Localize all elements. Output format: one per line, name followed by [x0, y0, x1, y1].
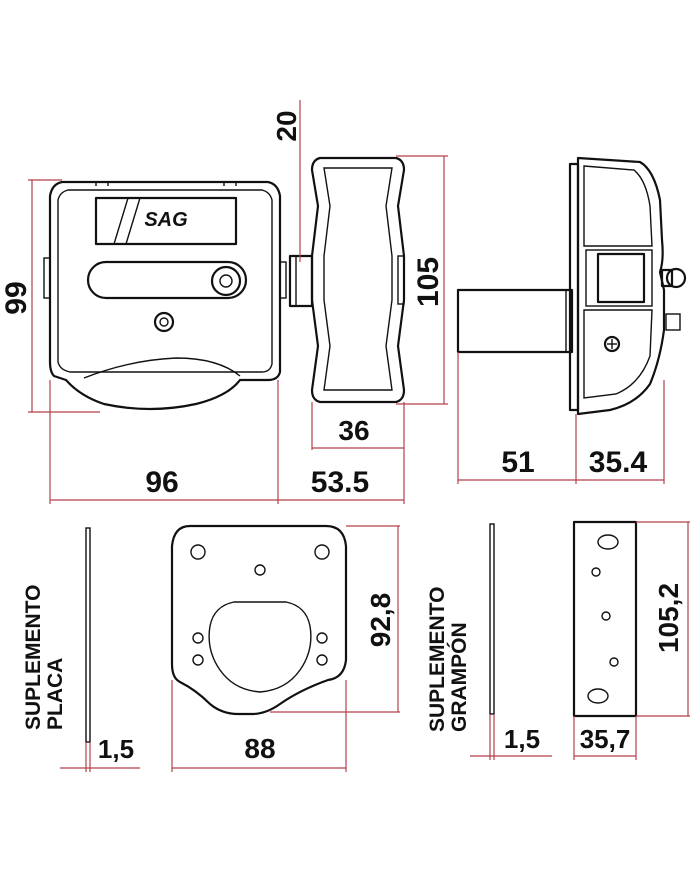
dim-knob-height: 105	[412, 257, 445, 307]
dim-bolt-offset: 20	[271, 110, 302, 141]
keeper-label-line1: SUPLEMENTO	[426, 587, 449, 732]
keeper-height-dim: 105,2	[653, 583, 684, 653]
dim-bolt-span: 53.5	[311, 466, 369, 499]
dim-bolt-length: 51	[501, 446, 534, 479]
dim-keeper-depth: 35.4	[589, 446, 648, 479]
bolt-extended	[456, 288, 574, 354]
knob-side-view	[310, 156, 406, 404]
keeper-plate-outline	[572, 520, 638, 718]
plate-section: SUPLEMENTO PLACA	[22, 524, 400, 772]
keeper-plate-section: SUPLEMENTO GRAMPÓN	[426, 520, 690, 760]
dim-width-lock: 96	[145, 466, 178, 499]
plate-cutout	[208, 601, 312, 693]
keeper-plate-profile	[489, 523, 495, 715]
keeper-thickness-dim: 1,5	[504, 724, 540, 754]
keeper-label-line2: GRAMPÓN	[447, 622, 471, 732]
plate-label-line1: SUPLEMENTO	[22, 585, 45, 730]
keeper-side-view	[456, 156, 687, 416]
plate-width-dim: 88	[244, 733, 275, 764]
dimension-lines-top	[28, 100, 665, 504]
bolt-front	[288, 254, 314, 308]
plate-profile	[85, 527, 91, 743]
plate-outline	[170, 524, 348, 716]
plate-height-dim: 92,8	[365, 593, 396, 648]
plate-label-line2: PLACA	[44, 658, 67, 730]
keeper-screw	[603, 335, 621, 353]
dim-knob-width: 36	[338, 415, 369, 446]
keeper-width-dim: 35,7	[580, 724, 631, 754]
lock-body-front-view: SAG	[43, 180, 287, 411]
plate-thickness-dim: 1,5	[98, 734, 134, 764]
sag-logo: SAG	[144, 209, 187, 231]
keeper-square-hole	[596, 252, 646, 304]
dim-height-lock: 99	[0, 281, 33, 314]
